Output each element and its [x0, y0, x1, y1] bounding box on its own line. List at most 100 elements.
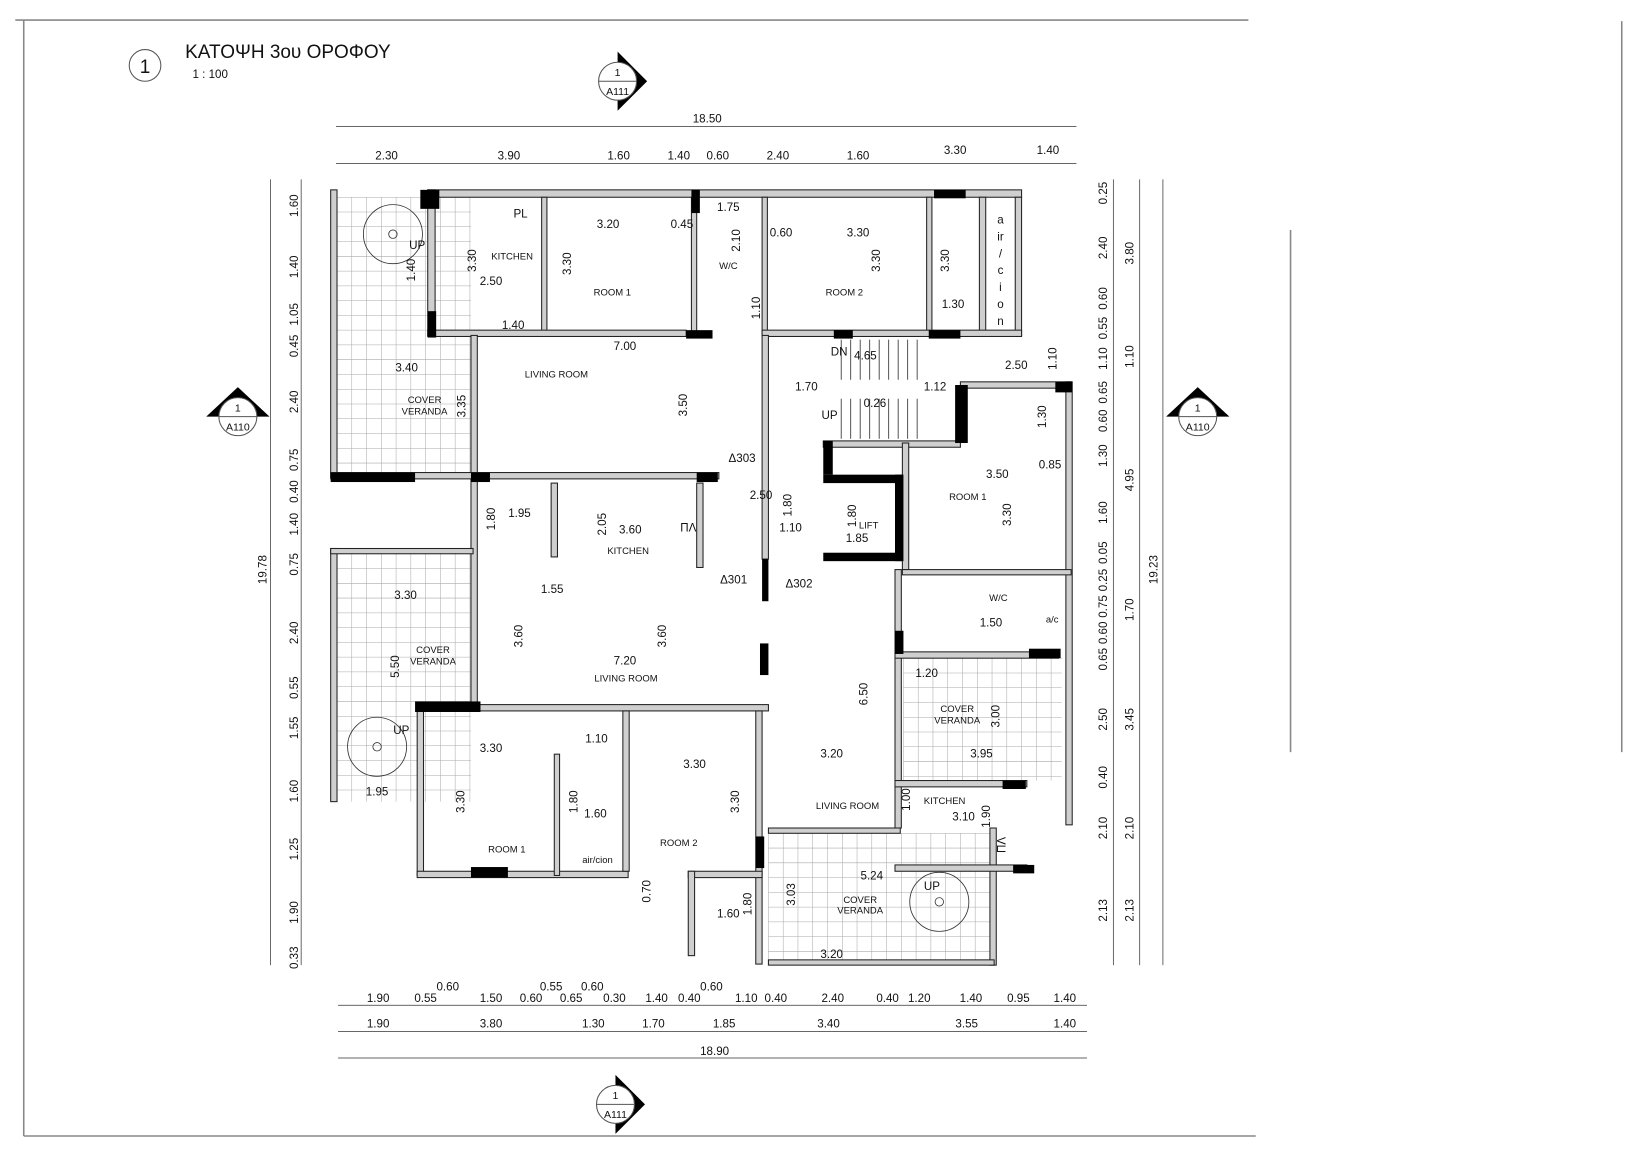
dimension-label: 0.75: [288, 449, 301, 472]
marker-number: 1: [615, 67, 621, 79]
sheet-frame: [15, 19, 1623, 1137]
dimension-label: 1.30: [942, 298, 965, 311]
room-label: VERANDA: [402, 407, 449, 418]
plan-annotation: ΠΛ: [996, 837, 1009, 853]
view-number: 1: [140, 57, 151, 78]
dimension-label: 0.40: [288, 480, 301, 503]
plan-annotation: Δ301: [720, 573, 747, 586]
dimension-label: 1.25: [288, 838, 301, 861]
main-staircase: [840, 339, 918, 439]
dimension-label: 3.20: [597, 218, 620, 231]
plan-annotation: /: [999, 247, 1003, 260]
dimension-label: 1.10: [779, 522, 802, 535]
dimension-label: 0.55: [1097, 317, 1110, 340]
dimension-label: 1.75: [717, 201, 740, 214]
dimension-label: 1.10: [1123, 345, 1136, 368]
plan-annotation: DN: [831, 345, 848, 358]
dimension-label: 1.40: [1054, 1017, 1077, 1030]
dimension-lines: [270, 126, 1164, 1059]
dimension-label: 3.30: [561, 252, 574, 275]
dimension-label: 1.80: [485, 508, 498, 531]
dimension-label: 3.30: [847, 226, 870, 239]
room-label: VERANDA: [934, 716, 981, 727]
room-label: COVER: [416, 645, 450, 656]
dimension-label: 2.50: [480, 275, 503, 288]
dimension-label: 1.10: [735, 992, 758, 1005]
dimension-label: 1.60: [847, 149, 870, 162]
overall-dimension: 19.23: [1148, 555, 1161, 584]
dimension-label: 2.30: [375, 149, 398, 162]
dimension-label: 3.30: [394, 589, 417, 602]
dimension-label: 4.65: [854, 350, 877, 363]
dimension-label: 2.40: [288, 622, 301, 645]
dimension-label: 5.50: [389, 655, 402, 678]
plan-annotation: ΠΛ: [680, 522, 696, 535]
dimension-label: 1.05: [288, 303, 301, 326]
plan-annotation: UP: [924, 880, 940, 893]
dimension-label: 3.30: [729, 790, 742, 813]
dimension-label: 1.50: [480, 992, 503, 1005]
dimension-label: 3.60: [619, 524, 642, 537]
overall-dimension: 18.90: [700, 1045, 729, 1058]
dimension-label: 1.90: [980, 805, 993, 828]
plan-annotation: ir: [997, 230, 1004, 243]
dimension-label: 1.70: [795, 380, 818, 393]
dimension-label: 2.40: [288, 391, 301, 414]
room-label: COVER: [843, 895, 877, 906]
dimension-label: 3.30: [944, 144, 967, 157]
plan-annotation: Δ303: [729, 452, 756, 465]
room-label: air/cion: [582, 855, 613, 866]
dimension-label: 1.95: [508, 507, 531, 520]
dimension-label: 7.20: [614, 655, 637, 668]
dimension-label: 3.30: [466, 249, 479, 272]
spiral-staircases: [347, 204, 970, 932]
plan-annotation: UP: [409, 239, 425, 252]
dimension-label: 1.40: [645, 992, 668, 1005]
dimension-label: 1.40: [667, 149, 690, 162]
marker-sheet: A111: [606, 86, 629, 98]
dimension-label: 3.95: [970, 747, 993, 760]
dimension-label: 1.10: [1097, 347, 1110, 370]
room-label: LIVING ROOM: [594, 673, 657, 684]
dimension-label: 2.40: [821, 992, 844, 1005]
dimension-label: 1.80: [742, 893, 755, 916]
dimension-label: 0.45: [671, 218, 694, 231]
dimension-label: 3.30: [870, 249, 883, 272]
room-label: LIFT: [859, 520, 879, 531]
walls: [330, 189, 1073, 966]
dimension-label: 0.60: [520, 992, 543, 1005]
room-label: KITCHEN: [924, 796, 966, 807]
dimension-label: 0.60: [707, 149, 730, 162]
dimension-label: 3.10: [952, 811, 975, 824]
dimension-label: 1.40: [405, 259, 418, 282]
dimension-label: 3.30: [480, 742, 503, 755]
dimension-label: 0.65: [1097, 381, 1110, 404]
dimension-label: 0.60: [581, 980, 604, 993]
dimension-label: 1.95: [366, 785, 389, 798]
room-label: ROOM 1: [594, 287, 631, 298]
dimension-label: 2.50: [1097, 708, 1110, 731]
dimension-label: 1.70: [642, 1017, 665, 1030]
dimension-label: 0.55: [288, 676, 301, 699]
marker-sheet: A111: [604, 1109, 627, 1121]
dimension-label: 1.60: [288, 780, 301, 803]
dimension-label: 3.45: [1123, 708, 1136, 731]
dimension-label: 2.13: [1097, 899, 1110, 922]
plan-annotation: o: [997, 298, 1003, 311]
dimension-label: 1.40: [502, 319, 525, 332]
plan-annotation: i: [999, 281, 1002, 294]
dimension-label: 1.50: [980, 617, 1003, 630]
dimension-label: 3.40: [817, 1017, 840, 1030]
dimension-label: 3.03: [785, 883, 798, 906]
dimension-label: 4.95: [1123, 469, 1136, 492]
dimension-label: 0.55: [540, 980, 563, 993]
room-label: KITCHEN: [491, 251, 533, 262]
dimension-label: 2.05: [596, 513, 609, 536]
dimension-label: 2.10: [1097, 817, 1110, 840]
dimension-label: 1.55: [541, 583, 564, 596]
